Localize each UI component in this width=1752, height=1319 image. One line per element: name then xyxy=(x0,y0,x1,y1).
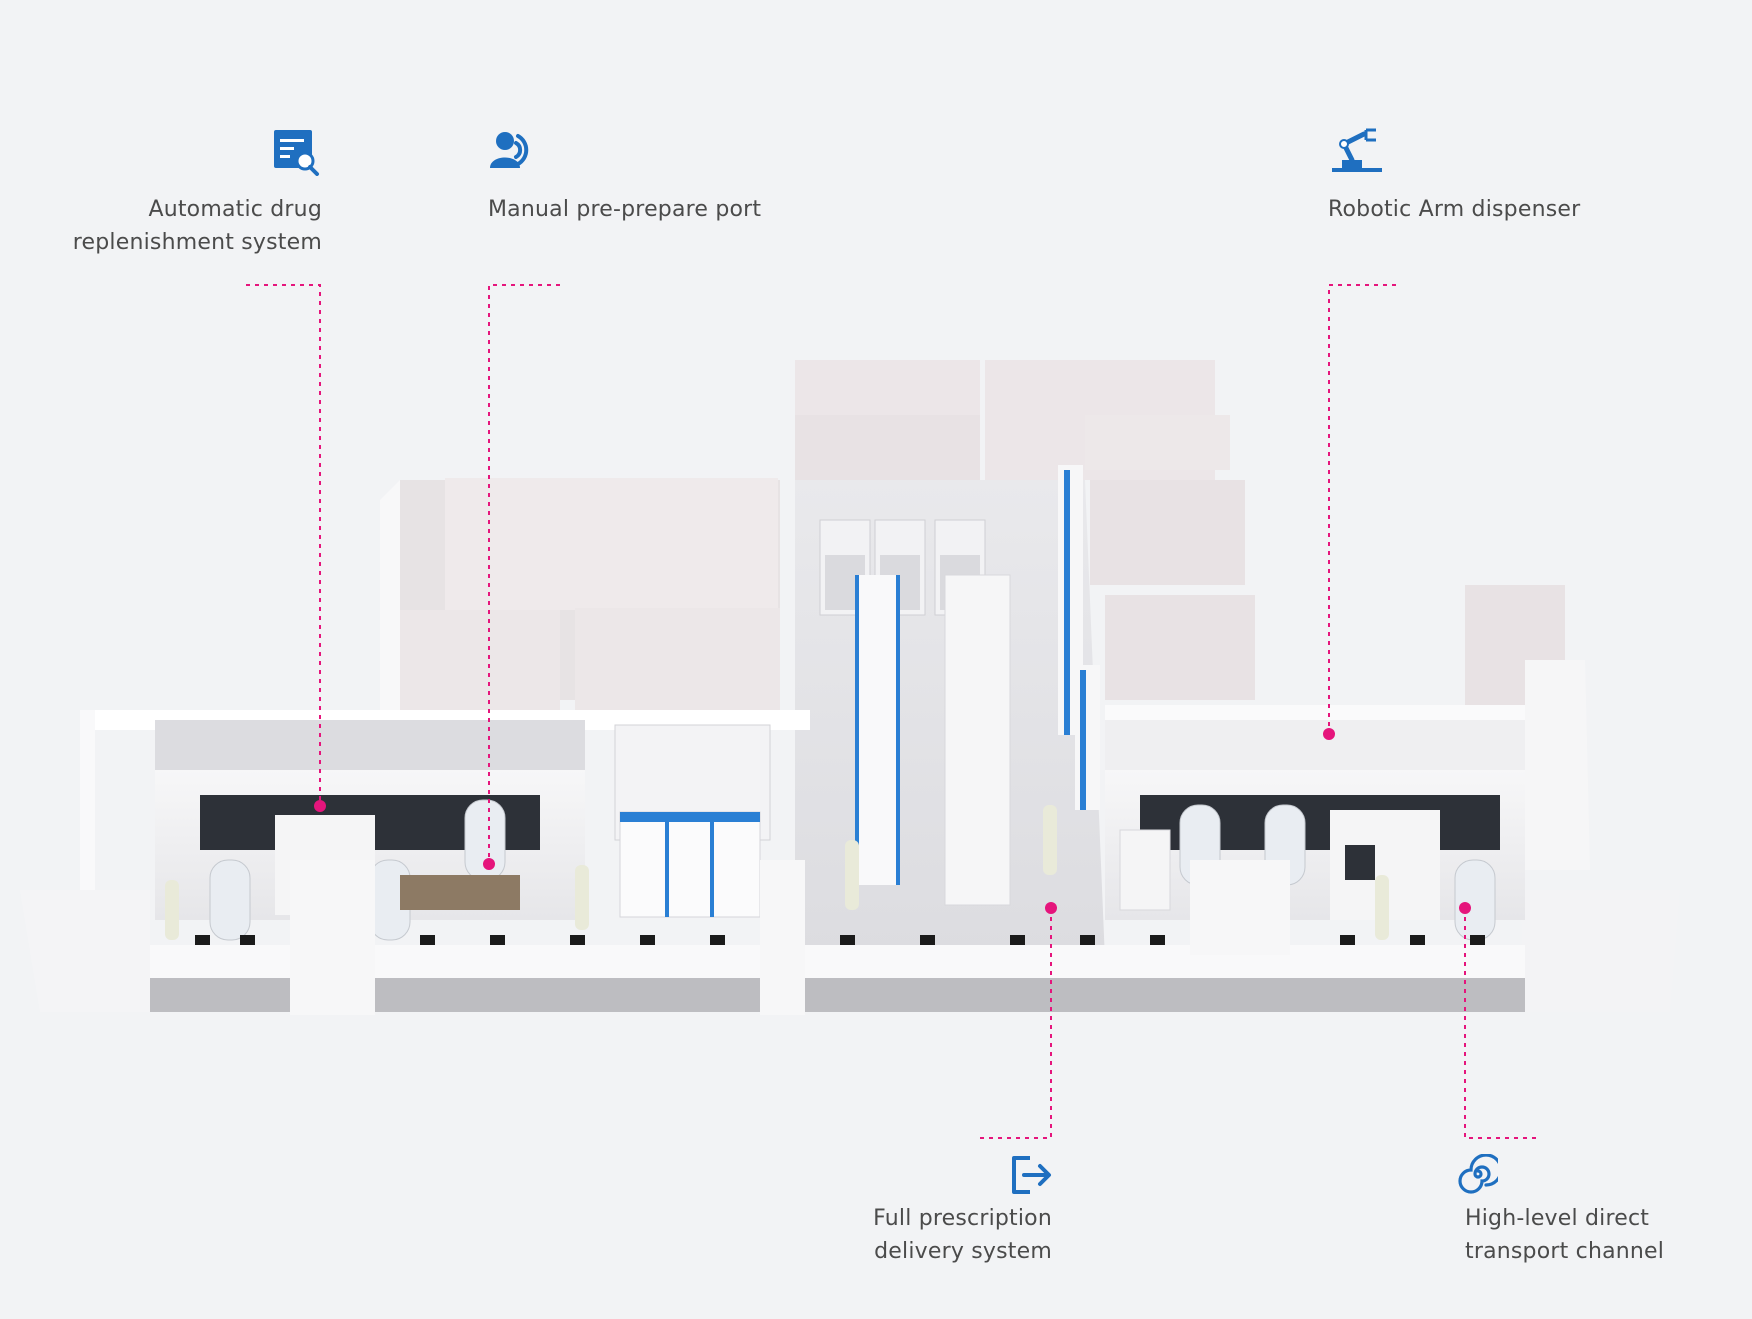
spiral-icon xyxy=(1458,1154,1498,1194)
exit-arrow-icon xyxy=(1012,1156,1051,1194)
staff-figures xyxy=(165,805,1389,940)
label-manual-pre-prepare: Manual pre-prepare port xyxy=(488,193,761,226)
label-robotic-arm: Robotic Arm dispenser xyxy=(1328,193,1580,226)
label-automatic-drug-replenishment: Automatic drug replenishment system xyxy=(73,193,322,259)
label-high-level-transport: High-level direct transport channel xyxy=(1465,1202,1664,1268)
person-signal-icon xyxy=(490,132,529,168)
label-full-prescription-delivery: Full prescription delivery system xyxy=(873,1202,1052,1268)
label-line: delivery system xyxy=(874,1239,1052,1264)
label-line: Full prescription xyxy=(873,1206,1052,1231)
back-rooms xyxy=(380,360,1565,760)
label-line: High-level direct xyxy=(1465,1206,1650,1231)
label-line: replenishment system xyxy=(72,230,322,255)
right-dispensing-machine xyxy=(1105,720,1525,941)
label-line: Automatic drug xyxy=(148,197,322,222)
central-shelving xyxy=(855,465,1100,906)
storage-cabinet xyxy=(614,724,771,918)
robotic-arm-icon xyxy=(1332,128,1382,172)
marker-dots xyxy=(314,728,1471,914)
document-search-icon xyxy=(274,130,319,176)
label-line: Manual pre-prepare port xyxy=(488,197,762,222)
front-counter xyxy=(150,860,1525,1015)
label-line: Robotic Arm dispenser xyxy=(1328,197,1581,222)
label-line: transport channel xyxy=(1465,1239,1665,1264)
leader-lines xyxy=(246,284,1538,1139)
